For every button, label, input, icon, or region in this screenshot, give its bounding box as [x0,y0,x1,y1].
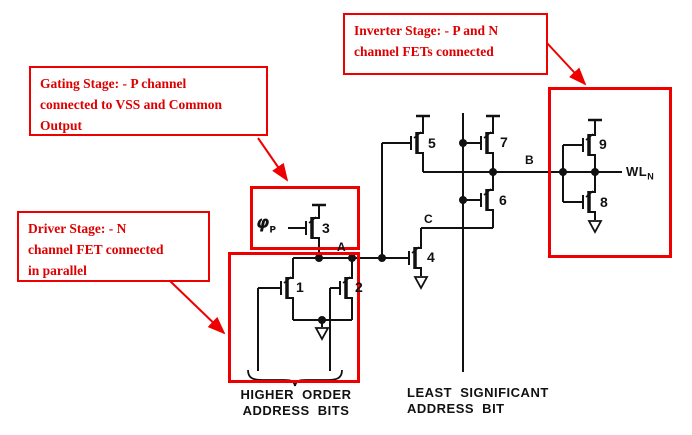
wordline-subscript: N [647,171,655,182]
supply-bars [312,114,602,207]
inverter-callout-arrow [546,42,587,86]
higher-order-caption: HIGHER ORDER ADDRESS BITS [235,387,357,419]
callout-text: connected to VSS and Common [40,97,223,112]
wires [257,113,622,372]
callout-text: channel FETs connected [354,44,494,59]
caption-line: HIGHER ORDER [240,387,352,402]
transistor-8-label: 8 [600,194,608,210]
phi-symbol: φ [256,213,270,233]
caption-line: LEAST SIGNIFICANT [407,385,549,400]
transistor-5 [382,117,424,172]
callout-text: Inverter Stage: - P and N [354,23,499,38]
gating-stage-highlight-box [250,186,360,250]
node-c-label: C [424,212,433,226]
callout-text: Output [40,118,83,133]
node-b-label: B [525,153,534,167]
gating-callout-arrow [257,137,289,182]
driver-stage-highlight-box [228,252,360,383]
driver-stage-callout: Driver Stage: - N channel FET connected … [17,211,210,282]
transistor-8 [563,172,596,220]
ground-icon [587,220,603,234]
transistor-1 [258,258,294,320]
wordline-label: WLN [626,164,654,182]
gating-stage-callout: Gating Stage: - P channel connected to V… [29,66,268,136]
transistor-4 [408,228,422,276]
node-a-label: A [337,240,346,254]
transistor-6-label: 6 [499,192,507,208]
caption-line: ADDRESS BITS [242,403,350,418]
least-significant-caption: LEAST SIGNIFICANT ADDRESS BIT [407,385,582,417]
ground-icon [413,276,429,290]
inverter-stage-callout: Inverter Stage: - P and N channel FETs c… [343,13,548,75]
wordline-main: WL [626,164,648,179]
driver-callout-arrow [169,280,226,335]
transistor-2-label: 2 [355,279,363,295]
transistor-1-label: 1 [296,279,304,295]
transistor-6 [463,172,494,228]
brace-icon [247,369,343,387]
transistor-5-label: 5 [428,135,436,151]
phi-subscript: P [269,225,276,236]
transistor-4-label: 4 [427,249,435,265]
transistor-3 [288,206,320,258]
transistor-7 [463,117,494,172]
transistor-3-label: 3 [322,220,330,236]
transistor-2 [330,258,353,320]
callout-text: Driver Stage: - N [28,221,127,236]
caption-line: ADDRESS BIT [407,401,505,416]
transistor-9 [563,121,596,172]
callout-text: channel FET connected [28,242,164,257]
callout-text: Gating Stage: - P channel [40,76,187,91]
transistor-7-label: 7 [500,134,508,150]
callout-text: in parallel [28,263,87,278]
transistor-9-label: 9 [599,136,607,152]
inverter-stage-highlight-box [548,87,672,258]
junction-dots [315,139,599,324]
phi-p-clock-label: φP [256,213,276,235]
ground-icon [314,327,330,341]
